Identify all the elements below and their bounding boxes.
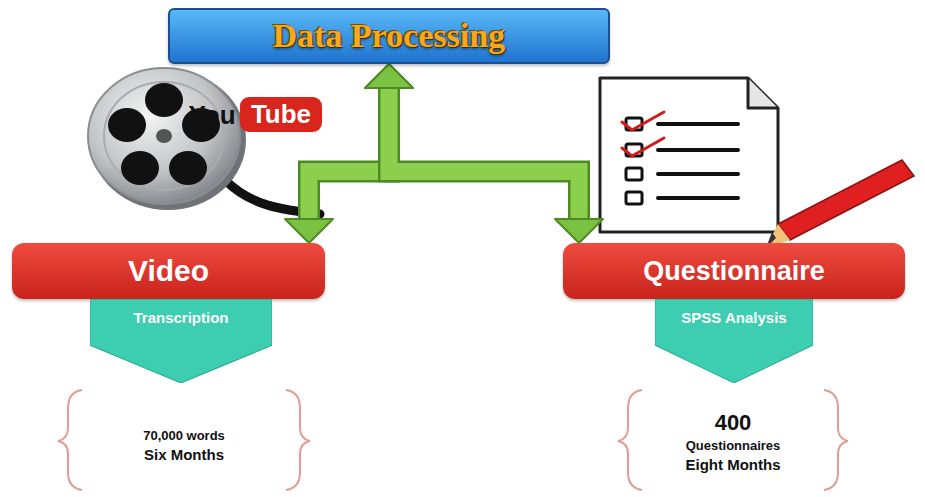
category-box: Video <box>12 243 325 299</box>
arrow-head <box>555 219 603 243</box>
connector-arrow <box>365 64 603 243</box>
pencil <box>766 160 914 248</box>
arrow-head <box>365 64 413 88</box>
connector-arrow <box>285 64 413 243</box>
step-pentagon: SPSS Analysis <box>655 299 813 383</box>
arrow-head <box>365 64 413 88</box>
bracket <box>58 390 848 490</box>
count-note: 400 <box>643 410 823 436</box>
count-note: 70,000 words <box>84 428 284 443</box>
node-text: Transcription <box>133 309 228 326</box>
category-box: Questionnaire <box>563 243 905 299</box>
questionnaire-sheet <box>600 78 914 248</box>
node-text: SPSS Analysis <box>681 309 786 326</box>
count-note: Questionnaires <box>643 438 823 453</box>
step-pentagon: Transcription <box>90 299 272 383</box>
logo-text: Tube <box>240 97 322 132</box>
duration-note: Six Months <box>84 446 284 463</box>
connector-outline <box>389 86 579 221</box>
connector-fill <box>389 86 579 221</box>
film-reel <box>88 68 320 214</box>
arrow-head <box>285 219 333 243</box>
node-text: Questionnaire <box>643 256 825 287</box>
title-box: Data Processing <box>168 8 610 64</box>
node-text: Data Processing <box>273 17 506 55</box>
duration-note: Eight Months <box>643 456 823 473</box>
node-text: Video <box>128 254 209 288</box>
logo-text: You <box>186 100 238 131</box>
